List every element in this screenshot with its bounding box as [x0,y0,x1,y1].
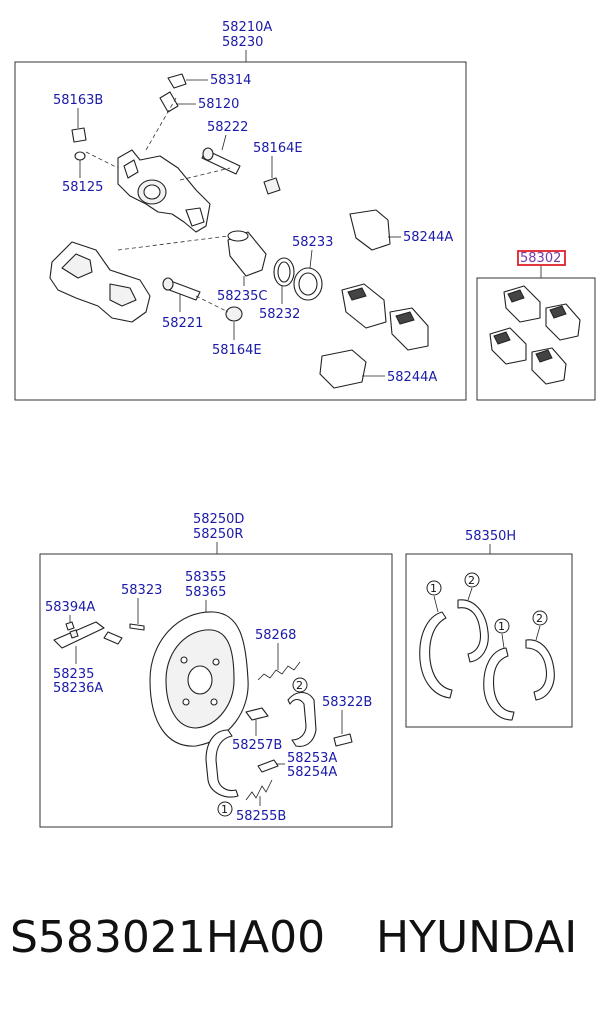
shoe-callout-2b: 2 [536,612,543,625]
label-58255b: 58255B [236,809,286,824]
drum-group-box [39,553,393,828]
drum-header-1: 58250D [193,512,244,527]
backing-plate [149,611,249,747]
label-58222: 58222 [207,120,248,135]
label-58314: 58314 [210,73,251,88]
drum-shoe-upper: 2 [287,677,317,747]
footer-brand: HYUNDAI [376,912,578,963]
label-58164e-top: 58164E [253,141,303,156]
label-58394a: 58394A [45,600,95,615]
label-58163b: 58163B [53,93,103,108]
caliper-header-1: 58210A [222,20,272,35]
label-58120: 58120 [198,97,239,112]
label-58164e-bottom: 58164E [212,343,262,358]
label-58322b: 58322B [322,695,372,710]
caliper-small-parts [71,73,323,322]
label-58268: 58268 [255,628,296,643]
shoe-kit-box [405,553,573,728]
label-58254a: 58254A [287,765,337,780]
shoe-callout-1a: 1 [430,582,437,595]
highlight-58302 [517,250,566,266]
label-58125: 58125 [62,180,103,195]
shoe-kit-header: 58350H [465,529,516,544]
caliper-group-box [14,61,467,401]
shoe-callout-1b: 1 [498,620,505,633]
label-58244a-bottom: 58244A [387,370,437,385]
label-58236a: 58236A [53,681,103,696]
pad-kit-group: 58302 [476,250,596,401]
caliper-header-2: 58230 [222,35,263,50]
shoe-callout-2a: 2 [468,574,475,587]
drum-brake-group: 58250D 58250R [39,512,393,828]
label-58233: 58233 [292,235,333,250]
pad-kit-header: 58302 [520,251,561,266]
drum-header-2: 58250R [193,527,243,542]
label-58355: 58355 [185,570,226,585]
pad-kit-box [476,277,596,401]
drum-shoe-lower: 1 [205,729,239,817]
label-58221: 58221 [162,316,203,331]
drum-callout-2: 2 [296,679,303,692]
shoe-kit-shoes: 1 2 1 2 [419,572,555,721]
parking-lever [53,621,145,649]
footer-part-number: S583021HA00 [10,912,326,963]
label-58235c: 58235C [217,289,267,304]
caliper-housing [117,149,211,233]
caliper-group: 58210A 58230 [14,20,467,401]
shoe-kit-group: 58350H 1 2 1 2 [405,529,573,728]
label-58323: 58323 [121,583,162,598]
anti-rattle-clips [319,209,391,389]
label-58244a-top: 58244A [403,230,453,245]
label-58257b: 58257B [232,738,282,753]
caliper-bracket [49,241,151,323]
pad-kit-pads [489,285,581,385]
label-58232: 58232 [259,307,300,322]
drum-callout-1: 1 [221,803,228,816]
label-58235: 58235 [53,667,94,682]
caliper-pads [341,283,429,351]
label-58365: 58365 [185,585,226,600]
label-58253a: 58253A [287,751,337,766]
